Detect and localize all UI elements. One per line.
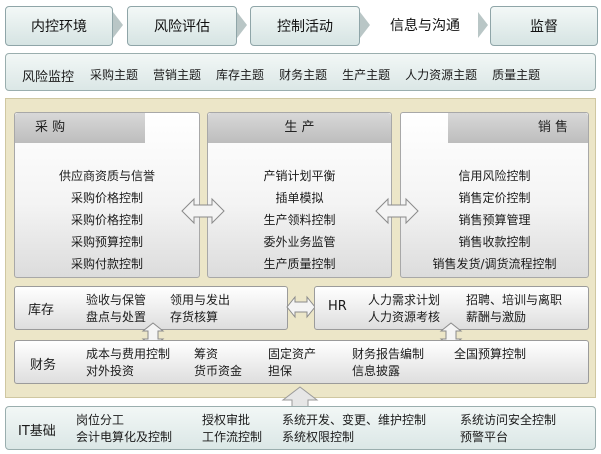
list-item: 供应商资质与信誉 [58, 169, 155, 183]
purchase-card: 采 购 供应商资质与信誉 采购价格控制 采购价格控制 采购预算控制 采购付款控制 [14, 112, 200, 278]
production-title: 生 产 [208, 113, 391, 143]
finance-item: 固定资产 [268, 347, 317, 361]
it-item: 系统权限控制 [282, 430, 355, 444]
it-item: 系统开发、变更、维护控制 [282, 413, 427, 427]
hr-box [314, 286, 589, 330]
list-item: 销售发货/调货流程控制 [432, 257, 557, 271]
flow-step-control-environment: 内控环境 [5, 6, 113, 46]
flow-step-monitoring: 监督 [490, 6, 598, 46]
list-item: 采购付款控制 [70, 257, 143, 271]
list-item: 插单模拟 [275, 191, 324, 205]
hr-item: 人力资源考核 [368, 310, 441, 324]
flow-step-control-activities: 控制活动 [250, 6, 360, 46]
list-item: 销售定价控制 [458, 191, 531, 205]
finance-item: 筹资 [194, 347, 219, 361]
topic-marketing: 营销主题 [153, 68, 202, 82]
risk-monitor-band [5, 53, 596, 91]
finance-item: 信息披露 [352, 364, 401, 378]
list-item: 采购预算控制 [70, 235, 143, 249]
topic-purchase: 采购主题 [90, 68, 139, 82]
hr-item: 招聘、培训与离职 [466, 293, 563, 307]
sales-items: 信用风险控制 销售定价控制 销售预算管理 销售收款控制 销售发货/调货流程控制 [401, 165, 588, 275]
risk-monitor-title: 风险监控 [22, 70, 75, 85]
it-item: 系统访问安全控制 [460, 413, 557, 427]
it-item: 授权审批 [202, 413, 251, 427]
inventory-title: 库存 [28, 303, 55, 318]
topic-quality: 质量主题 [492, 68, 541, 82]
it-item: 工作流控制 [202, 430, 263, 444]
flow-arrow-icon [360, 12, 370, 38]
list-item: 生产领料控制 [263, 213, 336, 227]
it-base-band [5, 406, 596, 450]
it-item: 预警平台 [460, 430, 509, 444]
finance-box [14, 340, 589, 384]
hr-title: HR [328, 299, 347, 314]
inventory-item: 领用与发出 [170, 293, 231, 307]
list-item: 销售收款控制 [458, 235, 531, 249]
purchase-items: 供应商资质与信誉 采购价格控制 采购价格控制 采购预算控制 采购付款控制 [15, 165, 199, 275]
inventory-item: 盘点与处置 [86, 310, 147, 324]
double-arrow-icon [286, 295, 316, 319]
hr-item: 薪酬与激励 [466, 310, 527, 324]
finance-item: 财务报告编制 [352, 347, 425, 361]
finance-item: 担保 [268, 364, 293, 378]
production-card: 生 产 产销计划平衡 插单模拟 生产领料控制 委外业务监管 生产质量控制 [207, 112, 392, 278]
sales-title: 销 售 [448, 113, 588, 143]
risk-monitor-row: 风险监控 采购主题 营销主题 库存主题 财务主题 生产主题 人力资源主题 质量主… [22, 66, 555, 85]
list-item: 生产质量控制 [263, 257, 336, 271]
finance-title: 财务 [30, 358, 57, 373]
list-item: 销售预算管理 [458, 213, 531, 227]
topic-production: 生产主题 [342, 68, 391, 82]
it-item: 会计电算化及控制 [76, 430, 173, 444]
flow-step-information-communication: 信息与沟通 [390, 18, 460, 34]
topic-finance: 财务主题 [279, 68, 328, 82]
flow-step-risk-assessment: 风险评估 [127, 6, 237, 46]
list-item: 信用风险控制 [458, 169, 531, 183]
finance-item: 成本与费用控制 [86, 347, 171, 361]
list-item: 采购价格控制 [70, 213, 143, 227]
hr-item: 人力需求计划 [368, 293, 441, 307]
finance-item: 货币资金 [194, 364, 243, 378]
sales-card: 销 售 信用风险控制 销售定价控制 销售预算管理 销售收款控制 销售发货/调货流… [400, 112, 589, 278]
topic-hr: 人力资源主题 [405, 68, 478, 82]
inventory-item: 验收与保管 [86, 293, 147, 307]
purchase-title: 采 购 [15, 113, 145, 143]
flow-arrow-icon [113, 12, 123, 38]
production-items: 产销计划平衡 插单模拟 生产领料控制 委外业务监管 生产质量控制 [208, 165, 391, 275]
flow-arrow-icon [237, 12, 247, 38]
list-item: 产销计划平衡 [263, 169, 336, 183]
list-item: 采购价格控制 [70, 191, 143, 205]
double-arrow-icon [181, 197, 225, 225]
double-arrow-icon [375, 197, 419, 225]
list-item: 委外业务监管 [263, 235, 336, 249]
finance-item: 对外投资 [86, 364, 135, 378]
finance-item: 全国预算控制 [454, 347, 527, 361]
it-item: 岗位分工 [76, 413, 125, 427]
topic-inventory: 库存主题 [216, 68, 265, 82]
flow-arrow-icon [478, 12, 488, 38]
it-title: IT基础 [18, 424, 56, 439]
inventory-item: 存货核算 [170, 310, 219, 324]
